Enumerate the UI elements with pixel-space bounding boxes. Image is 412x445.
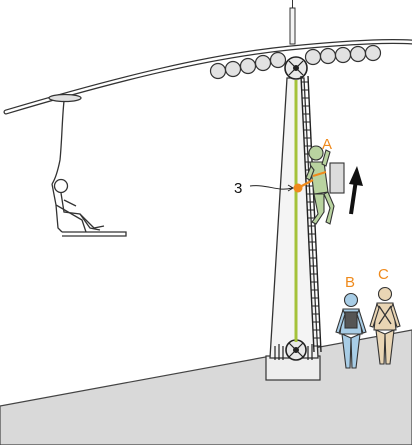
label-b: B (345, 274, 355, 291)
tower-antenna (290, 8, 295, 44)
worker-a-climbing (306, 146, 344, 224)
up-arrow-icon (349, 166, 363, 214)
chairlift (49, 95, 126, 237)
bottom-bullwheel (286, 340, 306, 360)
label-3: 3 (234, 180, 242, 197)
label-c: C (378, 266, 389, 283)
label-a: A (322, 136, 332, 153)
top-bullwheel (285, 57, 307, 79)
